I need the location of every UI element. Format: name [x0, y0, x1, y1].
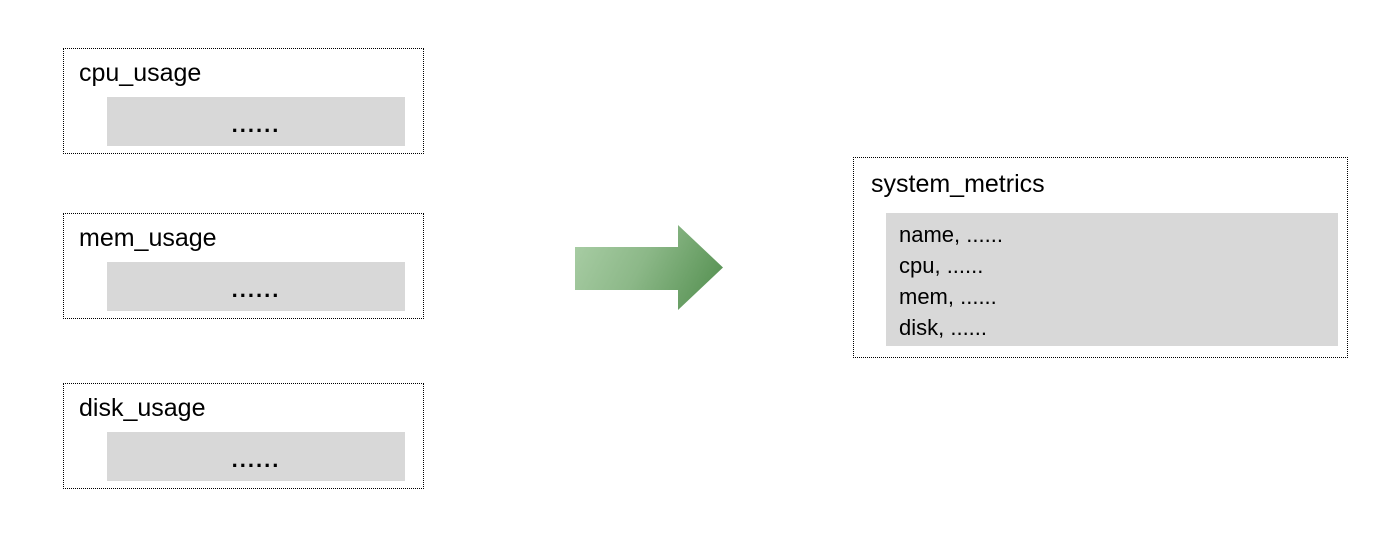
rows-ellipsis: ...... [231, 277, 281, 302]
table-title: disk_usage [79, 394, 206, 422]
table-title: mem_usage [79, 224, 217, 252]
source-table-disk-usage: disk_usage ...... [63, 383, 424, 489]
field-row: cpu, ...... [899, 253, 984, 278]
field-row: mem, ...... [899, 284, 997, 309]
table-rows-bar: ...... [107, 97, 405, 146]
source-table-cpu-usage: cpu_usage ...... [63, 48, 424, 154]
table-title: cpu_usage [79, 59, 202, 87]
table-rows-bar: ...... [107, 262, 405, 311]
rows-ellipsis: ...... [231, 112, 281, 137]
rows-ellipsis: ...... [231, 447, 281, 472]
source-table-mem-usage: mem_usage ...... [63, 213, 424, 319]
field-row: disk, ...... [899, 315, 988, 340]
table-title: system_metrics [871, 170, 1045, 198]
table-fields-bar: name, ...... cpu, ...... mem, ...... dis… [886, 213, 1338, 346]
table-rows-bar: ...... [107, 432, 405, 481]
target-table-system-metrics: system_metrics name, ...... cpu, ...... … [853, 157, 1348, 358]
merge-arrow-icon [575, 225, 723, 310]
field-row: name, ...... [899, 222, 1003, 247]
